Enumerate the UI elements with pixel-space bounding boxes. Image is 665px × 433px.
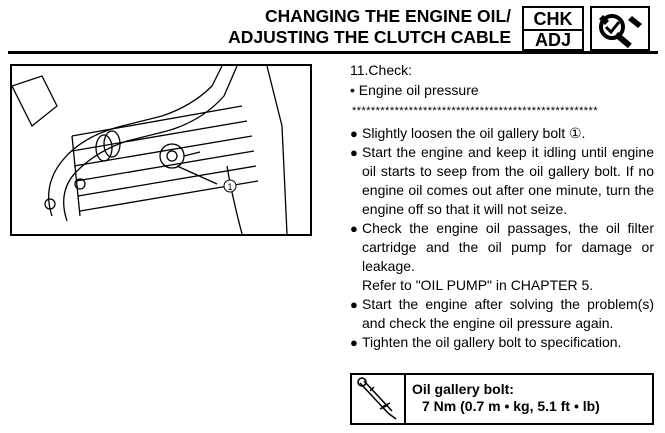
asterisk-separator: ****************************************… — [352, 105, 598, 117]
figure-callout-number: 1 — [227, 182, 232, 192]
bullet-text: Check the engine oil passages, the oil f… — [362, 220, 654, 274]
bullet-text: Start the engine after solving the probl… — [362, 296, 654, 331]
sub-bullet: • — [350, 82, 355, 98]
bullet-text: Tighten the oil gallery bolt to specific… — [362, 334, 622, 350]
bullet-text: Slightly loosen the oil gallery bolt ①. — [362, 125, 586, 141]
bullet-item: ● Tighten the oil gallery bolt to specif… — [350, 333, 654, 352]
bullet-item: ● Start the engine and keep it idling un… — [350, 143, 654, 219]
badge-adj-label: ADJ — [534, 30, 571, 50]
wrench-check-icon — [590, 6, 650, 51]
bullet-text: Start the engine and keep it idling unti… — [362, 144, 654, 217]
bullet-dot: ● — [350, 297, 358, 312]
bullet-item: ● Start the engine after solving the pro… — [350, 295, 654, 333]
step-subject-text: Engine oil pressure — [358, 82, 479, 98]
bullet-dot: ● — [350, 335, 358, 350]
header-title-line1: CHANGING THE ENGINE OIL/ — [265, 6, 511, 26]
engine-oil-gallery-bolt-illustration: 1 — [10, 64, 312, 236]
torque-wrench-icon — [352, 375, 406, 423]
bullet-reference-note: Refer to "OIL PUMP" in CHAPTER 5. — [362, 277, 594, 293]
bullet-item: ● Check the engine oil passages, the oil… — [350, 219, 654, 295]
bullet-dot: ● — [350, 145, 358, 160]
header-title-line2: ADJUSTING THE CLUTCH CABLE — [228, 27, 511, 47]
header-rule — [8, 51, 658, 54]
bullet-dot: ● — [350, 221, 358, 236]
page-header-title: CHANGING THE ENGINE OIL/ ADJUSTING THE C… — [196, 6, 511, 48]
procedure-bullet-list: ● Slightly loosen the oil gallery bolt ①… — [350, 124, 654, 352]
spec-value: 7 Nm (0.7 m • kg, 5.1 ft • lb) — [422, 398, 600, 414]
step-title: 11.Check: — [350, 62, 412, 78]
torque-spec-box: Oil gallery bolt: 7 Nm (0.7 m • kg, 5.1 … — [350, 373, 654, 425]
spec-label: Oil gallery bolt: — [412, 381, 514, 397]
bullet-dot: ● — [350, 126, 358, 141]
badge-divider — [524, 29, 582, 31]
badge-chk-label: CHK — [533, 9, 573, 29]
bullet-item: ● Slightly loosen the oil gallery bolt ①… — [350, 124, 654, 143]
step-subject: • Engine oil pressure — [350, 82, 479, 98]
chk-adj-badge: CHK ADJ — [522, 6, 584, 51]
